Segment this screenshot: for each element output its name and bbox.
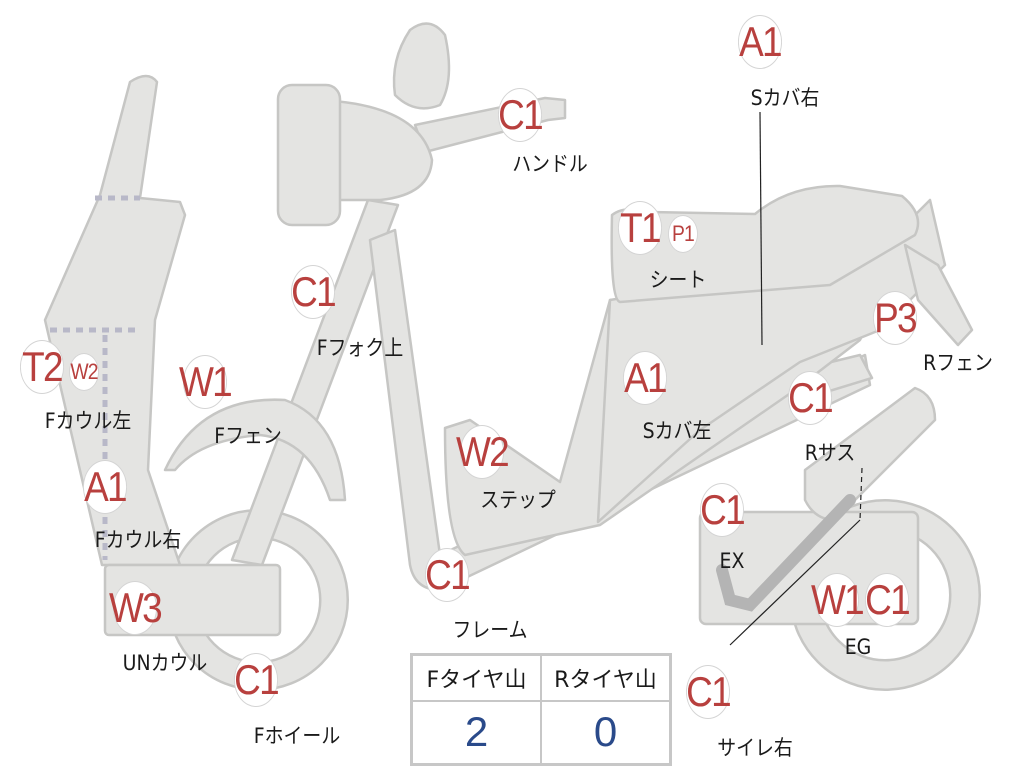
- part-badge[interactable]: W1: [811, 573, 865, 627]
- part-badge[interactable]: A1: [738, 15, 783, 69]
- part-badge[interactable]: C1: [865, 573, 911, 627]
- part-label: Fカウル左: [44, 409, 132, 433]
- part-badge[interactable]: P3: [873, 291, 918, 345]
- part-badge[interactable]: C1: [788, 371, 834, 425]
- part-badge[interactable]: C1: [700, 483, 746, 537]
- part-label: Fホイール: [253, 724, 341, 748]
- rear-fender: [903, 243, 974, 347]
- leader-line: [759, 111, 763, 346]
- part-label: シート: [649, 268, 707, 292]
- part-badge[interactable]: A1: [83, 460, 128, 514]
- rear-tyre-value: 0: [540, 699, 672, 766]
- part-badge[interactable]: T2: [20, 340, 64, 394]
- part-label: ハンドル: [512, 152, 588, 176]
- part-badge[interactable]: T1: [618, 201, 662, 255]
- tyre-tread-table: Fタイヤ山 Rタイヤ山 2 0: [410, 653, 672, 766]
- part-badge[interactable]: W3: [109, 581, 163, 635]
- part-badge[interactable]: W1: [179, 355, 233, 409]
- part-badge[interactable]: A1: [623, 351, 668, 405]
- part-badge[interactable]: C1: [291, 265, 337, 319]
- handle-cover: [318, 98, 434, 202]
- part-label: EG: [844, 635, 872, 659]
- front-fender: [163, 398, 347, 502]
- part-label: Fカウル右: [94, 528, 182, 552]
- part-label: Sカバ右: [750, 86, 820, 110]
- muffler: [803, 386, 937, 522]
- headlight: [276, 83, 342, 227]
- part-badge[interactable]: C1: [686, 665, 732, 719]
- front-tyre-value: 2: [410, 699, 542, 766]
- part-label: Fフェン: [214, 424, 282, 448]
- part-label: ステップ: [480, 488, 556, 512]
- part-label: Fフォク上: [316, 336, 404, 360]
- exhaust-pipe: [716, 494, 856, 612]
- rear-tyre-header: Rタイヤ山: [540, 653, 672, 702]
- front-tyre-header: Fタイヤ山: [410, 653, 542, 702]
- part-badge[interactable]: C1: [425, 548, 471, 602]
- part-badge[interactable]: C1: [498, 88, 544, 142]
- part-badge[interactable]: P1: [668, 215, 698, 253]
- part-badge[interactable]: W2: [69, 353, 99, 391]
- part-badge[interactable]: C1: [234, 653, 280, 707]
- part-label: Rサス: [804, 441, 856, 465]
- windshield: [392, 22, 451, 110]
- part-label: Sカバ左: [642, 419, 712, 443]
- part-label: EX: [719, 549, 745, 573]
- part-label: Rフェン: [923, 351, 993, 375]
- part-badge[interactable]: W2: [456, 425, 510, 479]
- part-label: フレーム: [452, 618, 528, 642]
- part-label: サイレ右: [717, 736, 793, 760]
- part-label: UNカウル: [122, 651, 208, 675]
